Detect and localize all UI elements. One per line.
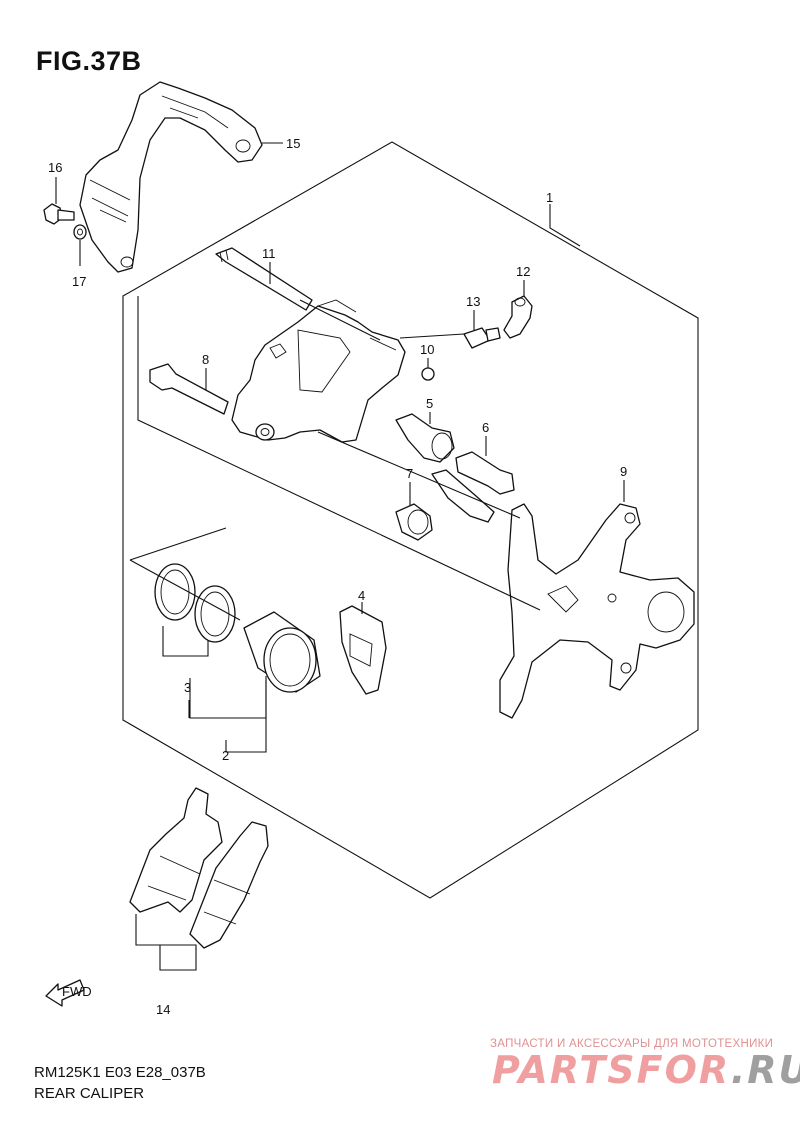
part-2-piston bbox=[243, 611, 321, 693]
part-3-seals bbox=[154, 563, 236, 643]
pad-spring bbox=[431, 469, 495, 523]
watermark-logo: PARTSFOR.RU bbox=[492, 1048, 800, 1092]
callout-8: 8 bbox=[202, 352, 209, 367]
callout-6: 6 bbox=[482, 420, 489, 435]
model-code: RM125K1 E03 E28_037B bbox=[34, 1064, 206, 1081]
callout-3: 3 bbox=[184, 680, 191, 695]
part-17-washer bbox=[73, 224, 87, 240]
callout-10: 10 bbox=[420, 342, 434, 357]
callout-7: 7 bbox=[406, 466, 413, 481]
part-6-pin bbox=[455, 451, 515, 495]
part-7-boot bbox=[395, 503, 433, 541]
fwd-label: FWD bbox=[62, 984, 92, 999]
callout-4: 4 bbox=[358, 588, 365, 603]
assembly-group-outline bbox=[122, 141, 699, 899]
callout-14: 14 bbox=[156, 1002, 170, 1017]
callout-12: 12 bbox=[516, 264, 530, 279]
callout-16: 16 bbox=[48, 160, 62, 175]
caliper-body bbox=[231, 299, 406, 443]
part-5-boot bbox=[395, 413, 455, 463]
part-15-bracket bbox=[79, 81, 263, 273]
part-14-pads bbox=[129, 787, 269, 949]
callout-17: 17 bbox=[72, 274, 86, 289]
part-12-cap bbox=[503, 295, 533, 339]
watermark-tagline: ЗАПЧАСТИ И АКСЕССУАРЫ ДЛЯ МОТОТЕХНИКИ bbox=[490, 1038, 774, 1050]
figure-title: FIG.37B bbox=[36, 46, 142, 76]
callout-9: 9 bbox=[620, 464, 627, 479]
callout-1: 1 bbox=[546, 190, 553, 205]
figure-name: REAR CALIPER bbox=[34, 1085, 145, 1102]
callout-15: 15 bbox=[286, 136, 300, 151]
callout-2: 2 bbox=[222, 748, 229, 763]
callout-11: 11 bbox=[262, 246, 276, 261]
part-13-bleeder bbox=[463, 327, 501, 349]
callout-13: 13 bbox=[466, 294, 480, 309]
leader-lines bbox=[55, 142, 625, 971]
fwd-arrow: FWD bbox=[45, 979, 92, 1007]
watermark-logo-tld: .RU bbox=[730, 1048, 800, 1092]
part-16-bolt bbox=[43, 203, 75, 225]
part-4-clip bbox=[339, 605, 387, 695]
part-9-holder bbox=[499, 503, 695, 719]
part-8-pin bbox=[149, 363, 229, 415]
watermark-logo-main: PARTSFOR bbox=[492, 1048, 731, 1092]
part-10-ring bbox=[421, 367, 435, 381]
callout-5: 5 bbox=[426, 396, 433, 411]
callout-labels: 1 2 3 4 5 6 7 8 9 10 11 12 13 14 15 16 1… bbox=[48, 136, 627, 1017]
